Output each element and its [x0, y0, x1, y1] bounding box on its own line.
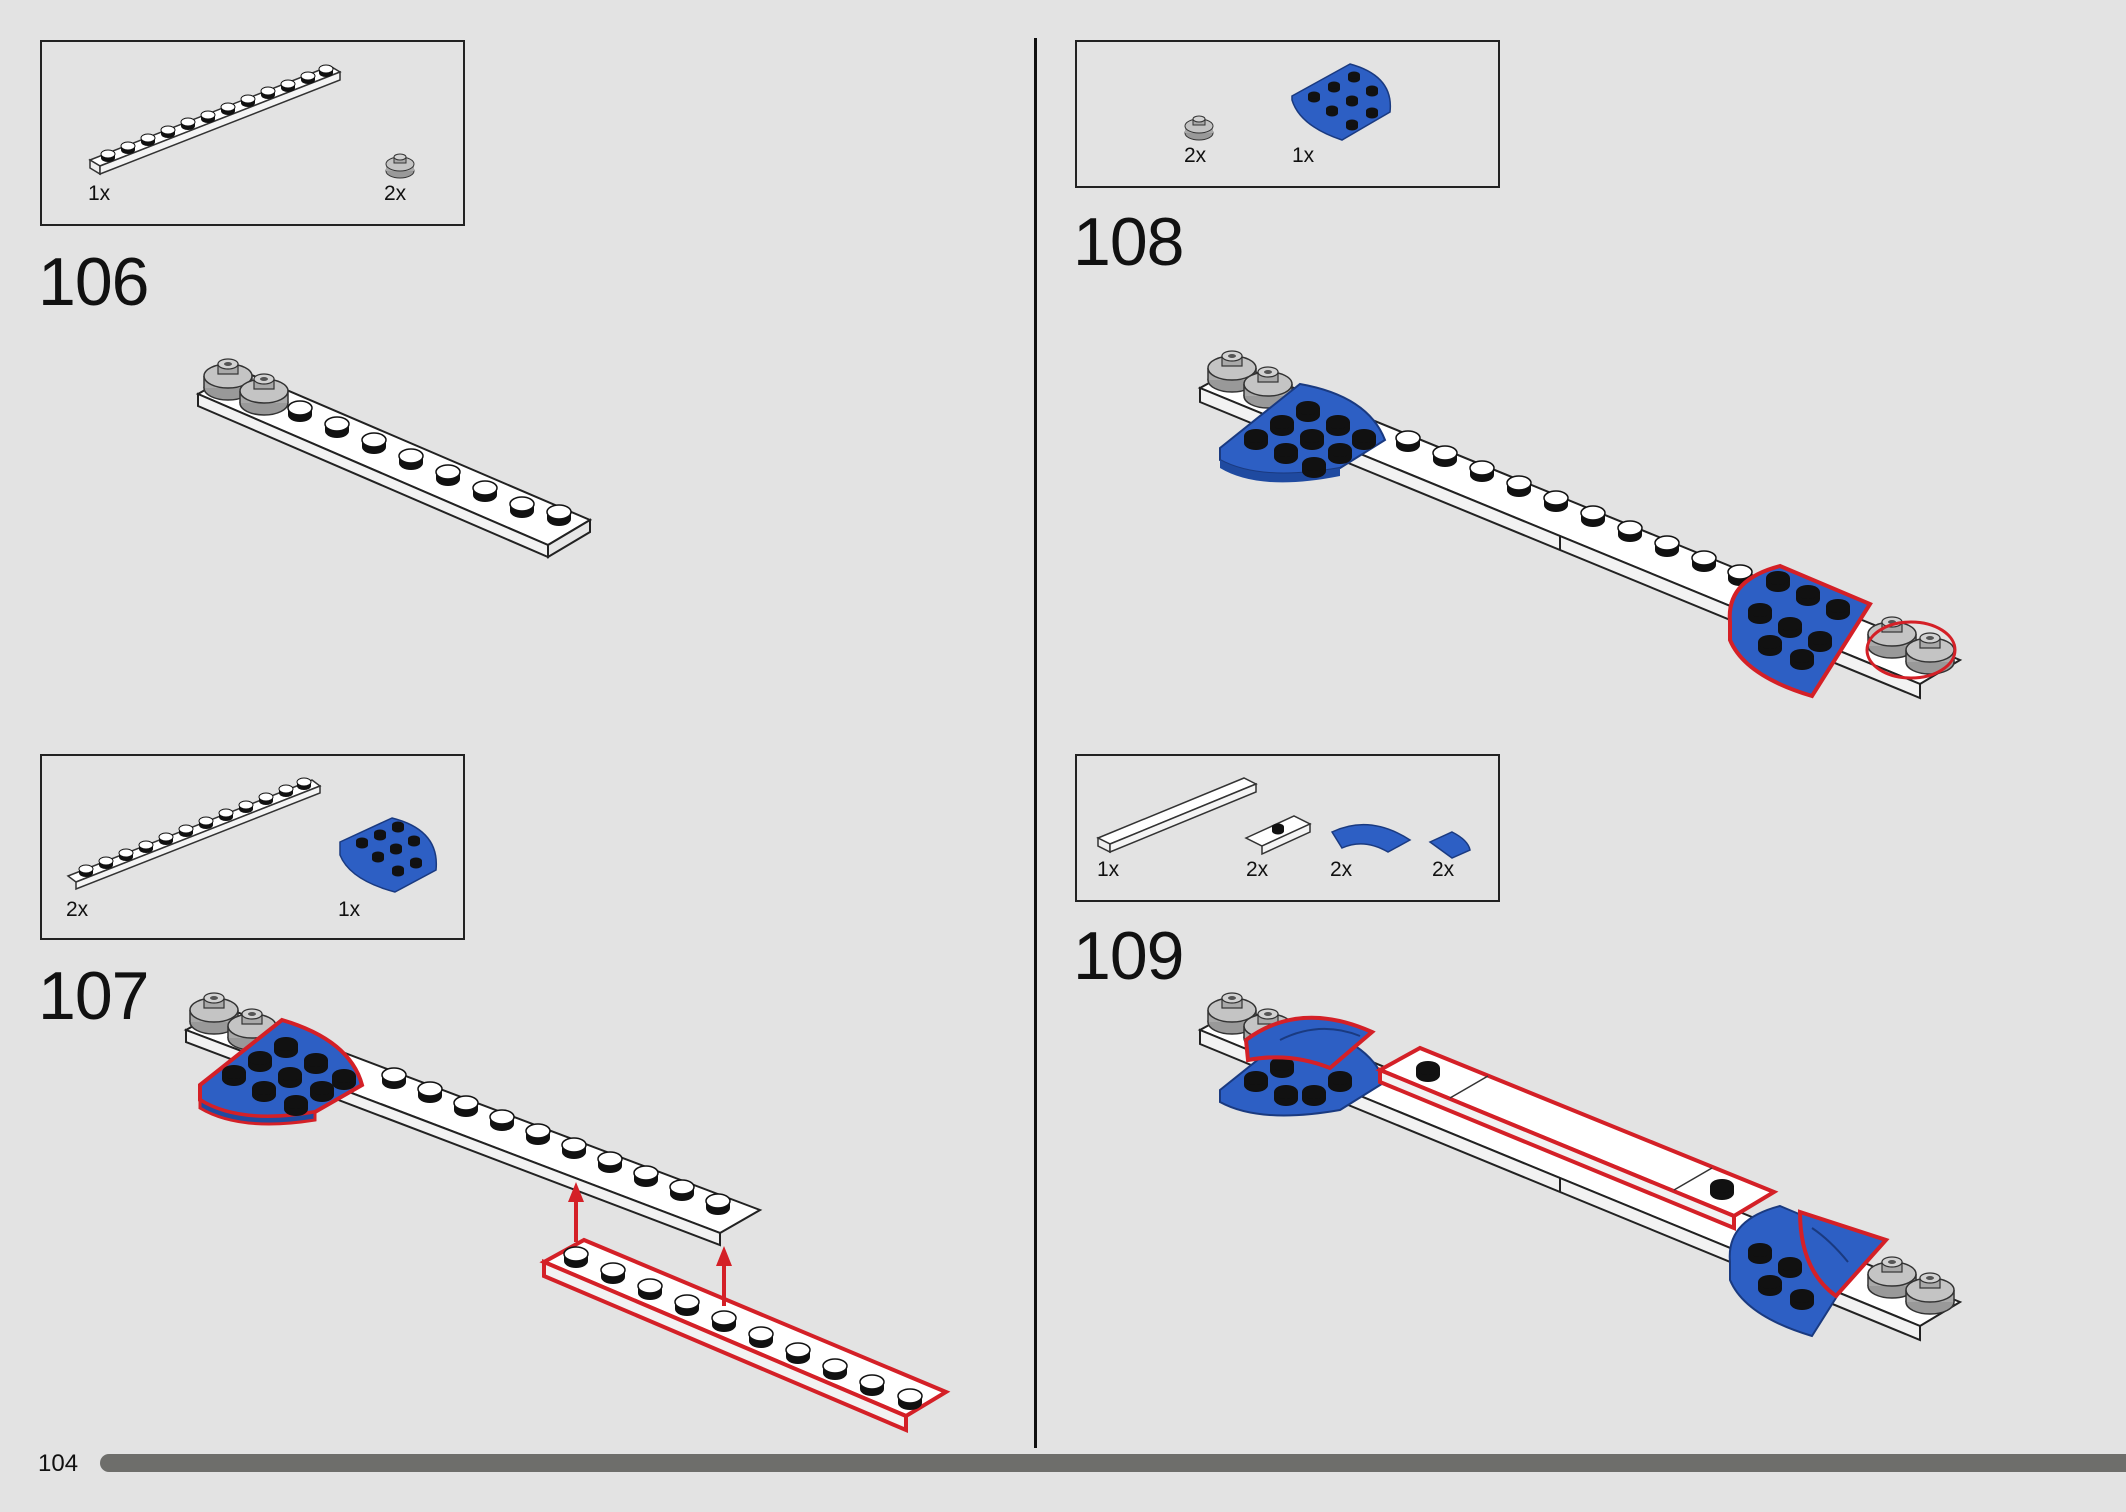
blue-quarter-tile-icon [1428, 831, 1471, 859]
part-qty-label: 1x [1097, 858, 1120, 881]
step-number: 106 [38, 244, 149, 320]
part-qty-label: 2x [1184, 144, 1207, 167]
step-number: 108 [1073, 204, 1184, 280]
parts-box-step-106 [40, 40, 465, 226]
blue-curved-tile-icon [1330, 823, 1412, 853]
white-plate-1x12-icon [88, 64, 342, 176]
part-qty-label: 2x [1246, 858, 1269, 881]
part-qty-label: 2x [384, 182, 407, 205]
part-qty-label: 1x [1292, 144, 1315, 167]
page-number: 104 [38, 1450, 79, 1477]
part-qty-label: 2x [66, 898, 89, 921]
parts-box-step-108 [1075, 40, 1500, 188]
page-divider [1034, 38, 1037, 1448]
gray-round-plate-icon [385, 153, 415, 179]
step-number: 109 [1073, 918, 1184, 994]
parts-box-step-109 [1075, 754, 1500, 902]
blue-round-corner-plate-icon [339, 817, 438, 893]
step-109-assembly [1197, 992, 1963, 1342]
progress-bar [100, 1454, 2126, 1472]
white-jumper-plate-icon [1244, 815, 1312, 856]
part-qty-label: 1x [338, 898, 361, 921]
parts-box-step-107 [40, 754, 465, 940]
part-qty-label: 2x [1432, 858, 1455, 881]
part-qty-label: 2x [1330, 858, 1353, 881]
step-number: 107 [38, 958, 149, 1034]
part-qty-label: 1x [88, 182, 111, 205]
white-plate-1x12-icon [66, 777, 322, 891]
step-107-assembly [183, 992, 951, 1434]
step-108-assembly [1197, 350, 1963, 700]
gray-round-plate-icon [1184, 115, 1214, 141]
blue-round-corner-plate-icon [1291, 63, 1392, 141]
step-106-assembly [195, 358, 593, 559]
white-tile-1x8-icon [1096, 777, 1258, 854]
